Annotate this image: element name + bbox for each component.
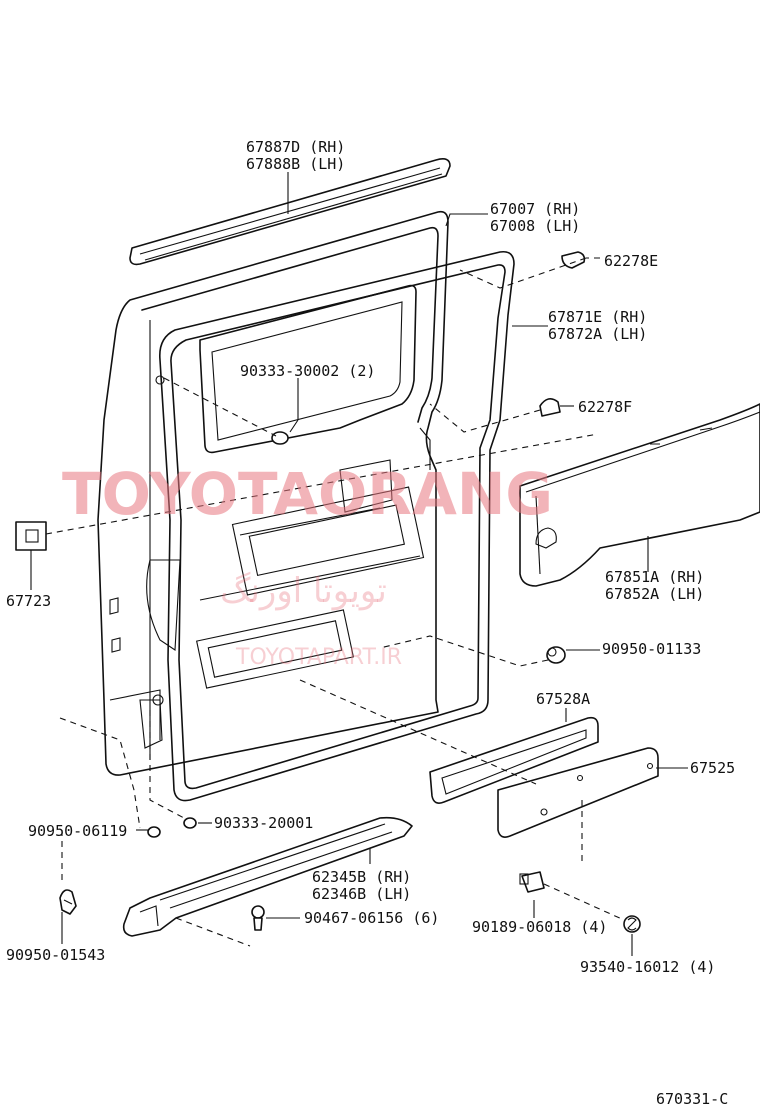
door-panel: [97, 210, 449, 776]
trim-panel: [519, 403, 760, 587]
lower-trim: [122, 816, 413, 937]
callout-67872A: 67872A (LH): [548, 325, 647, 343]
callout-67887D: 67887D (RH): [246, 138, 345, 156]
callout-67851A: 67851A (RH): [605, 568, 704, 586]
callout-90950-01543: 90950-01543: [6, 946, 105, 964]
callout-93540-16012: 93540-16012 (4): [580, 958, 715, 976]
callout-67888B: 67888B (LH): [246, 155, 345, 173]
callout-90467-06156: 90467-06156 (6): [304, 909, 439, 927]
callout-67525: 67525: [690, 759, 735, 777]
callout-62278F: 62278F: [578, 398, 632, 416]
callout-67007: 67007 (RH): [490, 200, 580, 218]
upper-channel: [129, 158, 451, 266]
watermark: TOYOTAORANG تویوتا اورنگ TOYOTAPART.IR: [62, 460, 553, 670]
callout-67008: 67008 (LH): [490, 217, 580, 235]
watermark-url: TOYOTAPART.IR: [235, 645, 402, 670]
callout-67528A: 67528A: [536, 690, 590, 708]
small-parts: [15, 251, 641, 933]
callout-90950-01133: 90950-01133: [602, 640, 701, 658]
callout-90189-06018: 90189-06018 (4): [472, 918, 607, 936]
callout-62345B: 62345B (RH): [312, 868, 411, 886]
callout-90950-06119: 90950-06119: [28, 822, 127, 840]
callout-62278E: 62278E: [604, 252, 658, 270]
part-labels: 67887D (RH) 67888B (LH) 67007 (RH) 67008…: [6, 138, 735, 1108]
diagram-reference-id: 670331-C: [656, 1090, 728, 1108]
watermark-farsi: تویوتا اورنگ: [220, 571, 387, 611]
door-weatherstrip: [158, 250, 515, 802]
leader-lines: [30, 172, 688, 956]
callout-67871E: 67871E (RH): [548, 308, 647, 326]
callout-67852A: 67852A (LH): [605, 585, 704, 603]
callout-67723: 67723: [6, 592, 51, 610]
callout-62346B: 62346B (LH): [312, 885, 411, 903]
watermark-brand: TOYOTAORANG: [62, 460, 553, 528]
callout-90333-30002: 90333-30002 (2): [240, 362, 375, 380]
door-pull-parts: [429, 716, 659, 838]
callout-90333-20001: 90333-20001: [214, 814, 313, 832]
